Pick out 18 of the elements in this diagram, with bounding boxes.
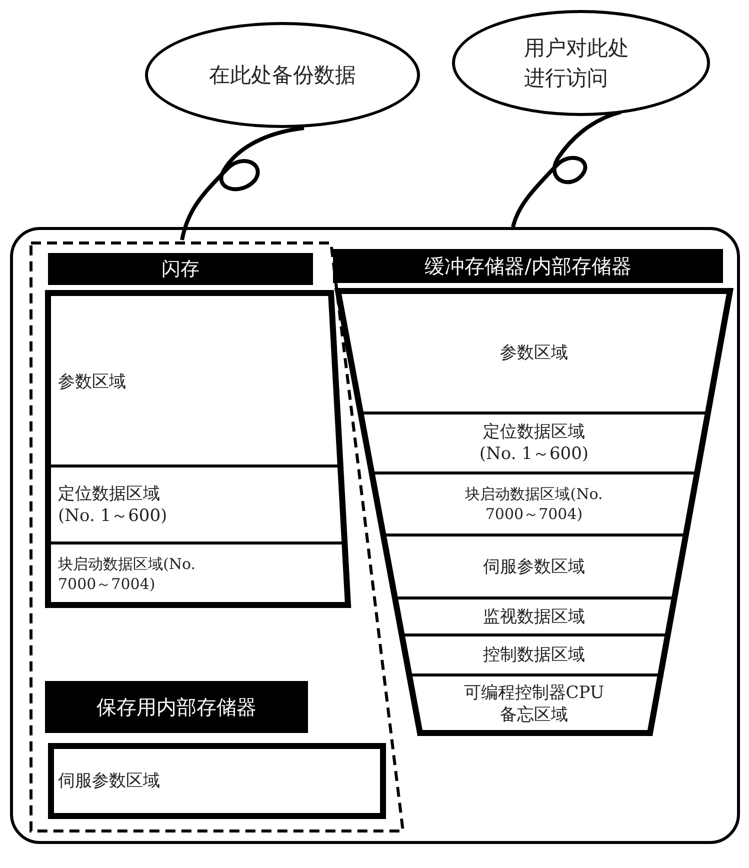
section-header: 闪存 <box>48 253 313 285</box>
area-label: 定位数据区域(No. 1～600) <box>58 483 168 527</box>
area-label: 参数区域 <box>58 371 126 393</box>
area-label: 定位数据区域(No. 1～600) <box>478 421 590 465</box>
area-label: 伺服参数区域 <box>483 556 585 578</box>
area-label: 控制数据区域 <box>483 644 585 666</box>
area-label: 参数区域 <box>500 342 568 364</box>
area-label: 可编程控制器CPU备忘区域 <box>462 682 606 726</box>
leader-line <box>180 126 304 240</box>
memory-area-box: 伺服参数区域 <box>48 743 386 819</box>
section-header: 缓冲存储器/内部存储器 <box>333 249 723 283</box>
area-label: 监视数据区域 <box>483 606 585 628</box>
module-frame <box>10 227 740 844</box>
area-label: 块启动数据区域(No. 7000～7004) <box>58 554 197 594</box>
area-label: 块启动数据区域(No. 7000～7004) <box>464 484 604 524</box>
callout-bubble: 在此处备份数据 <box>145 22 420 128</box>
callout-bubble: 用户对此处进行访问 <box>452 10 710 116</box>
section-header: 保存用内部存储器 <box>45 681 308 733</box>
